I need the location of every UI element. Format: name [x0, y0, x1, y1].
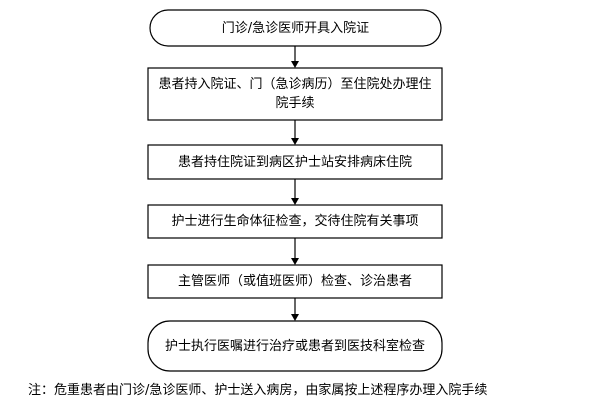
step-text-2: 患者持入院证、门（急诊病历）至住院处办理住院手续: [158, 77, 432, 111]
connector-5: [291, 298, 299, 321]
step-text-1: 门诊/急诊医师开具入院证: [221, 20, 370, 36]
connector-2: [291, 120, 299, 145]
step-box-4: [147, 204, 443, 239]
step-text-3: 患者持住院证到病区护士站安排病床住院: [177, 154, 412, 170]
step-box-2: [147, 67, 443, 121]
step-text-5: 主管医师（或值班医师）检查、诊治患者: [177, 274, 412, 289]
step-text-6: 护士执行医嘱进行治疗或患者到医技科室检查: [164, 338, 425, 354]
connector-3: [291, 179, 299, 205]
connector-1: [291, 46, 299, 68]
connector-4: [291, 238, 299, 265]
step-text-4: 护士进行生命体征检查，交待住院有关事项: [171, 214, 419, 229]
footnote: 注：危重患者由门诊/急诊医师、护士送入病房，由家属按上述程序办理入院手续: [28, 383, 488, 398]
